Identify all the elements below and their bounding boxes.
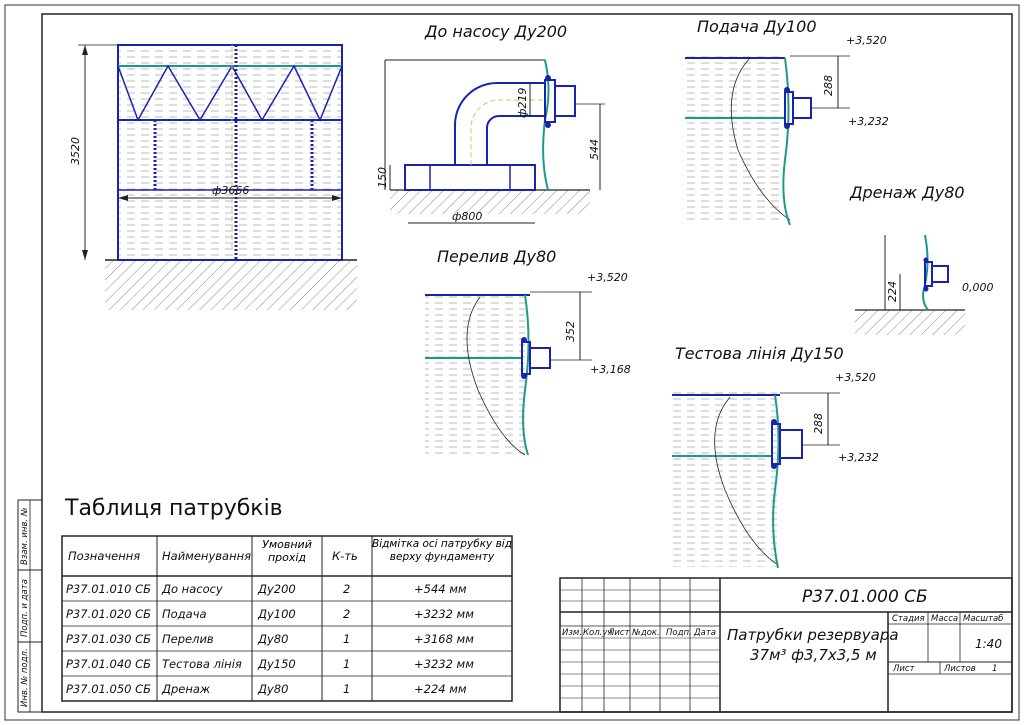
drawing-name-2: 37м³ ф3,7х3,5 м <box>750 646 877 664</box>
test-line-detail: Тестова лінія Ду150 288 +3,520 +3,232 <box>672 344 879 569</box>
side-inv: Инв. № подл. <box>20 648 30 707</box>
cell: Перелив <box>162 632 214 646</box>
drawing-code: Р37.01.000 СБ <box>802 587 928 607</box>
cell: Ду80 <box>257 682 288 696</box>
cell: +544 мм <box>414 582 467 596</box>
side-replace: Взам. инв. № <box>20 507 30 565</box>
nozzle-table: Таблиця патрубків Позначення Найменуванн… <box>61 496 513 702</box>
drain-title: Дренаж Ду80 <box>849 183 965 202</box>
sheets-label: Листов <box>943 664 976 674</box>
cell: Тестова лінія <box>162 657 242 671</box>
supply-detail: Подача Ду100 288 +3,520 +3,232 <box>685 17 889 226</box>
table-title: Таблиця патрубків <box>64 496 283 521</box>
cell: Р37.01.040 СБ <box>66 657 151 671</box>
supply-axis: +3,232 <box>848 115 889 128</box>
table-row: Р37.01.010 СБ До насосу Ду200 2 +544 мм <box>66 582 467 596</box>
col-kol: Кол.уч <box>583 628 612 638</box>
pump-height: 544 <box>588 139 601 160</box>
col-list: Лист <box>607 628 631 638</box>
drain-level: 0,000 <box>962 281 994 294</box>
th-designation: Позначення <box>68 549 140 563</box>
cell: Р37.01.030 СБ <box>66 632 151 646</box>
cell: До насосу <box>161 582 223 596</box>
cell: Дренаж <box>161 682 211 696</box>
pump-base: 150 <box>376 167 389 188</box>
table-row: Р37.01.040 СБ Тестова лінія Ду150 1 +323… <box>66 657 474 671</box>
sheet-label: Лист <box>892 664 916 674</box>
drawing-name-1: Патрубки резервуара <box>727 626 899 644</box>
cell: 1 <box>343 682 350 696</box>
pump-foundation: ф800 <box>452 210 482 223</box>
overflow-top: +3,520 <box>587 271 628 284</box>
tank-body <box>117 44 343 261</box>
side-sign-date: Подп. и дата <box>20 579 30 637</box>
mass-label: Масса <box>931 614 958 624</box>
overflow-detail: Перелив Ду80 352 +3,520 +3,168 <box>425 247 631 457</box>
col-sign: Подп. <box>666 628 692 638</box>
test-title: Тестова лінія Ду150 <box>675 344 844 363</box>
cell: +224 мм <box>414 682 467 696</box>
tank-view: 3520 ф3666 <box>69 44 357 310</box>
col-date: Дата <box>693 628 716 638</box>
overflow-axis: +3,168 <box>590 363 631 376</box>
table-row: Р37.01.020 СБ Подача Ду100 2 +3232 мм <box>66 607 474 621</box>
test-top: +3,520 <box>835 371 876 384</box>
table-row: Р37.01.030 СБ Перелив Ду80 1 +3168 мм <box>66 632 474 646</box>
test-axis: +3,232 <box>838 451 879 464</box>
cell: 2 <box>343 582 350 596</box>
cell: Р37.01.050 СБ <box>66 682 151 696</box>
foundation <box>105 260 357 310</box>
test-h: 288 <box>812 413 825 434</box>
overflow-title: Перелив Ду80 <box>437 247 556 266</box>
th-qty: К-ть <box>332 549 358 563</box>
cell: +3168 мм <box>414 632 474 646</box>
stage-label: Стадия <box>892 614 925 624</box>
drain-detail: Дренаж Ду80 224 0,000 <box>849 183 994 335</box>
supply-top: +3,520 <box>846 34 887 47</box>
drain-h: 224 <box>886 281 899 302</box>
sheets-value: 1 <box>992 664 997 674</box>
cell: 1 <box>343 632 350 646</box>
cell: Ду150 <box>257 657 296 671</box>
th-bore: Умовний прохід <box>262 538 312 564</box>
pump-outlet-detail: До насосу Ду200 ф219 544 150 ф800 <box>376 22 605 224</box>
side-stamp: Взам. инв. № Подп. и дата Инв. № подл. <box>17 499 43 713</box>
height-dim: 3520 <box>69 137 82 165</box>
cell: Р37.01.010 СБ <box>66 582 151 596</box>
col-doc: №док. <box>631 628 660 638</box>
diameter-dim: ф3666 <box>212 184 249 197</box>
supply-h: 288 <box>822 75 835 96</box>
cell: Ду80 <box>257 632 288 646</box>
th-mark: Відмітка осі патрубку від верху фундамен… <box>372 538 512 563</box>
scale-label: Масштаб <box>963 614 1003 624</box>
th-name: Найменування <box>162 549 251 563</box>
cell: 2 <box>343 607 350 621</box>
overflow-h: 352 <box>564 321 577 342</box>
cell: Подача <box>162 607 207 621</box>
supply-title: Подача Ду100 <box>697 17 817 36</box>
cell: +3232 мм <box>414 657 474 671</box>
cell: Ду100 <box>257 607 296 621</box>
cell: Р37.01.020 СБ <box>66 607 151 621</box>
cell: Ду200 <box>257 582 296 596</box>
table-row: Р37.01.050 СБ Дренаж Ду80 1 +224 мм <box>66 682 467 696</box>
scale-value: 1:40 <box>975 637 1002 651</box>
col-izm: Изм. <box>562 628 582 638</box>
cell: +3232 мм <box>414 607 474 621</box>
pump-pipe-d: ф219 <box>516 88 529 118</box>
pump-title: До насосу Ду200 <box>424 22 567 41</box>
title-block: Изм. Кол.уч Лист №док. Подп. Дата Р37.01… <box>559 577 1013 713</box>
cell: 1 <box>343 657 350 671</box>
